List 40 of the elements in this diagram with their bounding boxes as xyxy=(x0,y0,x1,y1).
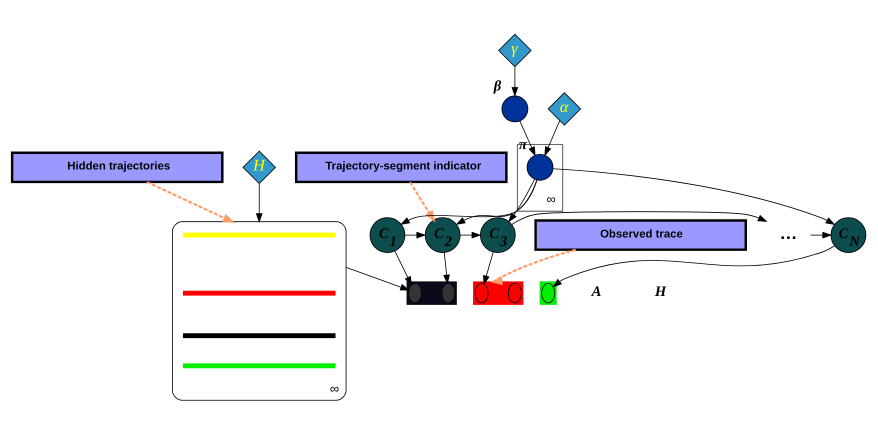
arrow xyxy=(490,248,576,286)
node-ellipse xyxy=(441,283,456,304)
node-diamond: α xyxy=(548,92,582,126)
arrow xyxy=(483,252,494,286)
node-circle xyxy=(526,154,554,181)
cluster: ∞ xyxy=(172,221,346,401)
node-bar xyxy=(182,232,336,238)
arrow xyxy=(508,179,535,222)
arrow xyxy=(810,232,832,239)
arrow xyxy=(146,181,236,224)
arrow xyxy=(346,266,410,290)
node-box: Observed trace xyxy=(534,219,747,251)
node-circle xyxy=(502,96,528,122)
arrow xyxy=(460,232,482,239)
arrow xyxy=(404,232,426,239)
node-ellipse xyxy=(508,283,522,304)
arrow xyxy=(400,180,538,225)
node-diamond: H xyxy=(242,150,276,184)
node-box: Trajectory-segment indicator xyxy=(294,152,508,184)
arrow xyxy=(544,120,560,156)
node-ellipse xyxy=(408,283,422,304)
arrow xyxy=(511,66,518,97)
arrow xyxy=(456,180,538,225)
node-ellipse xyxy=(474,283,488,304)
node-bar xyxy=(182,363,336,368)
arrow xyxy=(409,182,436,223)
node-bar xyxy=(182,333,336,338)
label: H xyxy=(654,284,666,300)
node-box: Hidden trajectories xyxy=(10,152,224,184)
node-label: β xyxy=(494,78,502,95)
node-diamond: γ xyxy=(498,34,532,68)
arrow xyxy=(256,183,263,223)
label: A xyxy=(592,284,602,300)
arrow xyxy=(443,252,450,284)
arrow xyxy=(552,168,836,226)
arrow xyxy=(394,250,412,286)
arrow xyxy=(552,246,835,288)
node-bar xyxy=(182,290,336,296)
node-text: … xyxy=(779,222,798,243)
arrow xyxy=(512,211,768,225)
